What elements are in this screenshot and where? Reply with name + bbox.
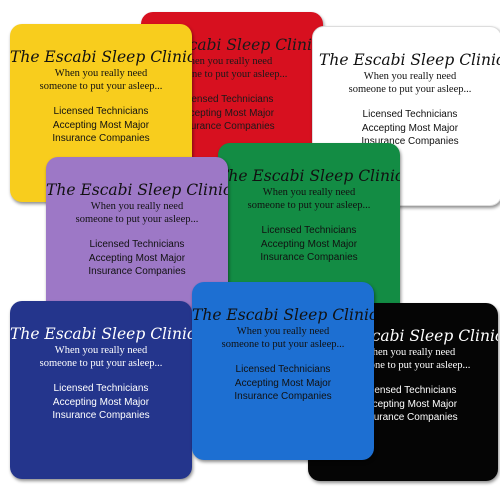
coaster-navy: The Escabi Sleep Clinic When you really … <box>10 301 192 479</box>
details: Licensed Technicians Accepting Most Majo… <box>10 382 192 423</box>
tagline-line-2: someone to put your asleep... <box>39 358 163 369</box>
detail-line-1: Licensed Technicians <box>53 383 149 394</box>
clinic-title: The Escabi Sleep Clinic <box>46 181 228 199</box>
coaster-navy-content: The Escabi Sleep Clinic When you really … <box>10 301 192 423</box>
coaster-green-content: The Escabi Sleep Clinic When you really … <box>218 143 400 265</box>
detail-line-2: Accepting Most Major <box>52 119 150 131</box>
detail-line-3: Insurance Companies <box>52 410 150 421</box>
detail-line-2: Accepting Most Major <box>234 377 332 389</box>
coaster-purple-content: The Escabi Sleep Clinic When you really … <box>46 157 228 279</box>
tagline-line-1: When you really need <box>54 68 148 79</box>
tagline-line-2: someone to put your asleep... <box>348 84 472 95</box>
clinic-title: The Escabi Sleep Clinic <box>10 325 192 343</box>
tagline: When you really need someone to put your… <box>10 67 192 93</box>
detail-line-3: Insurance Companies <box>52 133 150 144</box>
coaster-blue-content: The Escabi Sleep Clinic When you really … <box>192 282 374 404</box>
detail-line-3: Insurance Companies <box>360 412 458 423</box>
detail-line-3: Insurance Companies <box>177 121 275 132</box>
tagline-line-1: When you really need <box>179 56 273 67</box>
detail-line-1: Licensed Technicians <box>89 239 185 250</box>
tagline: When you really need someone to put your… <box>218 186 400 212</box>
detail-line-3: Insurance Companies <box>234 391 332 402</box>
tagline-line-2: someone to put your asleep... <box>75 214 199 225</box>
coaster-white: The Escabi Sleep Clinic When you really … <box>312 26 500 206</box>
detail-line-1: Licensed Technicians <box>178 94 274 105</box>
clinic-title: The Escabi Sleep Clinic <box>218 167 400 185</box>
detail-line-3: Insurance Companies <box>361 136 459 147</box>
detail-line-2: Accepting Most Major <box>52 396 150 408</box>
tagline: When you really need someone to put your… <box>46 200 228 226</box>
tagline-line-2: someone to put your asleep... <box>347 360 471 371</box>
detail-line-3: Insurance Companies <box>88 266 186 277</box>
tagline: When you really need someone to put your… <box>10 344 192 370</box>
detail-line-2: Accepting Most Major <box>361 122 459 134</box>
tagline-line-1: When you really need <box>90 201 184 212</box>
details: Licensed Technicians Accepting Most Majo… <box>192 363 374 404</box>
details: Licensed Technicians Accepting Most Majo… <box>141 93 317 134</box>
detail-line-3: Insurance Companies <box>260 252 358 263</box>
tagline-line-2: someone to put your asleep... <box>164 69 288 80</box>
tagline-line-1: When you really need <box>363 71 457 82</box>
coaster-white-content: The Escabi Sleep Clinic When you really … <box>319 27 500 149</box>
detail-line-2: Accepting Most Major <box>177 107 275 119</box>
coaster-blue: The Escabi Sleep Clinic When you really … <box>192 282 374 460</box>
tagline: When you really need someone to put your… <box>319 70 500 96</box>
details: Licensed Technicians Accepting Most Majo… <box>319 108 500 149</box>
detail-line-2: Accepting Most Major <box>360 398 458 410</box>
tagline-line-1: When you really need <box>362 347 456 358</box>
tagline-line-2: someone to put your asleep... <box>221 339 345 350</box>
tagline: When you really need someone to put your… <box>192 325 374 351</box>
tagline-line-1: When you really need <box>262 187 356 198</box>
detail-line-2: Accepting Most Major <box>88 252 186 264</box>
tagline-line-1: When you really need <box>236 326 330 337</box>
clinic-title: The Escabi Sleep Clinic <box>192 306 374 324</box>
tagline-line-2: someone to put your asleep... <box>247 200 371 211</box>
details: Licensed Technicians Accepting Most Majo… <box>318 384 498 425</box>
details: Licensed Technicians Accepting Most Majo… <box>10 105 192 146</box>
details: Licensed Technicians Accepting Most Majo… <box>218 224 400 265</box>
detail-line-2: Accepting Most Major <box>260 238 358 250</box>
tagline: When you really need someone to put your… <box>141 55 317 81</box>
tagline-line-2: someone to put your asleep... <box>39 81 163 92</box>
detail-line-1: Licensed Technicians <box>53 106 149 117</box>
tagline-line-1: When you really need <box>54 345 148 356</box>
clinic-title: The Escabi Sleep Clinic <box>10 48 192 66</box>
tagline: When you really need someone to put your… <box>318 346 498 372</box>
clinic-title: The Escabi Sleep Clinic <box>319 51 500 69</box>
detail-line-1: Licensed Technicians <box>261 225 357 236</box>
detail-line-1: Licensed Technicians <box>235 364 331 375</box>
coaster-yellow-content: The Escabi Sleep Clinic When you really … <box>10 24 192 146</box>
details: Licensed Technicians Accepting Most Majo… <box>46 238 228 279</box>
detail-line-1: Licensed Technicians <box>362 109 458 120</box>
detail-line-1: Licensed Technicians <box>361 385 457 396</box>
